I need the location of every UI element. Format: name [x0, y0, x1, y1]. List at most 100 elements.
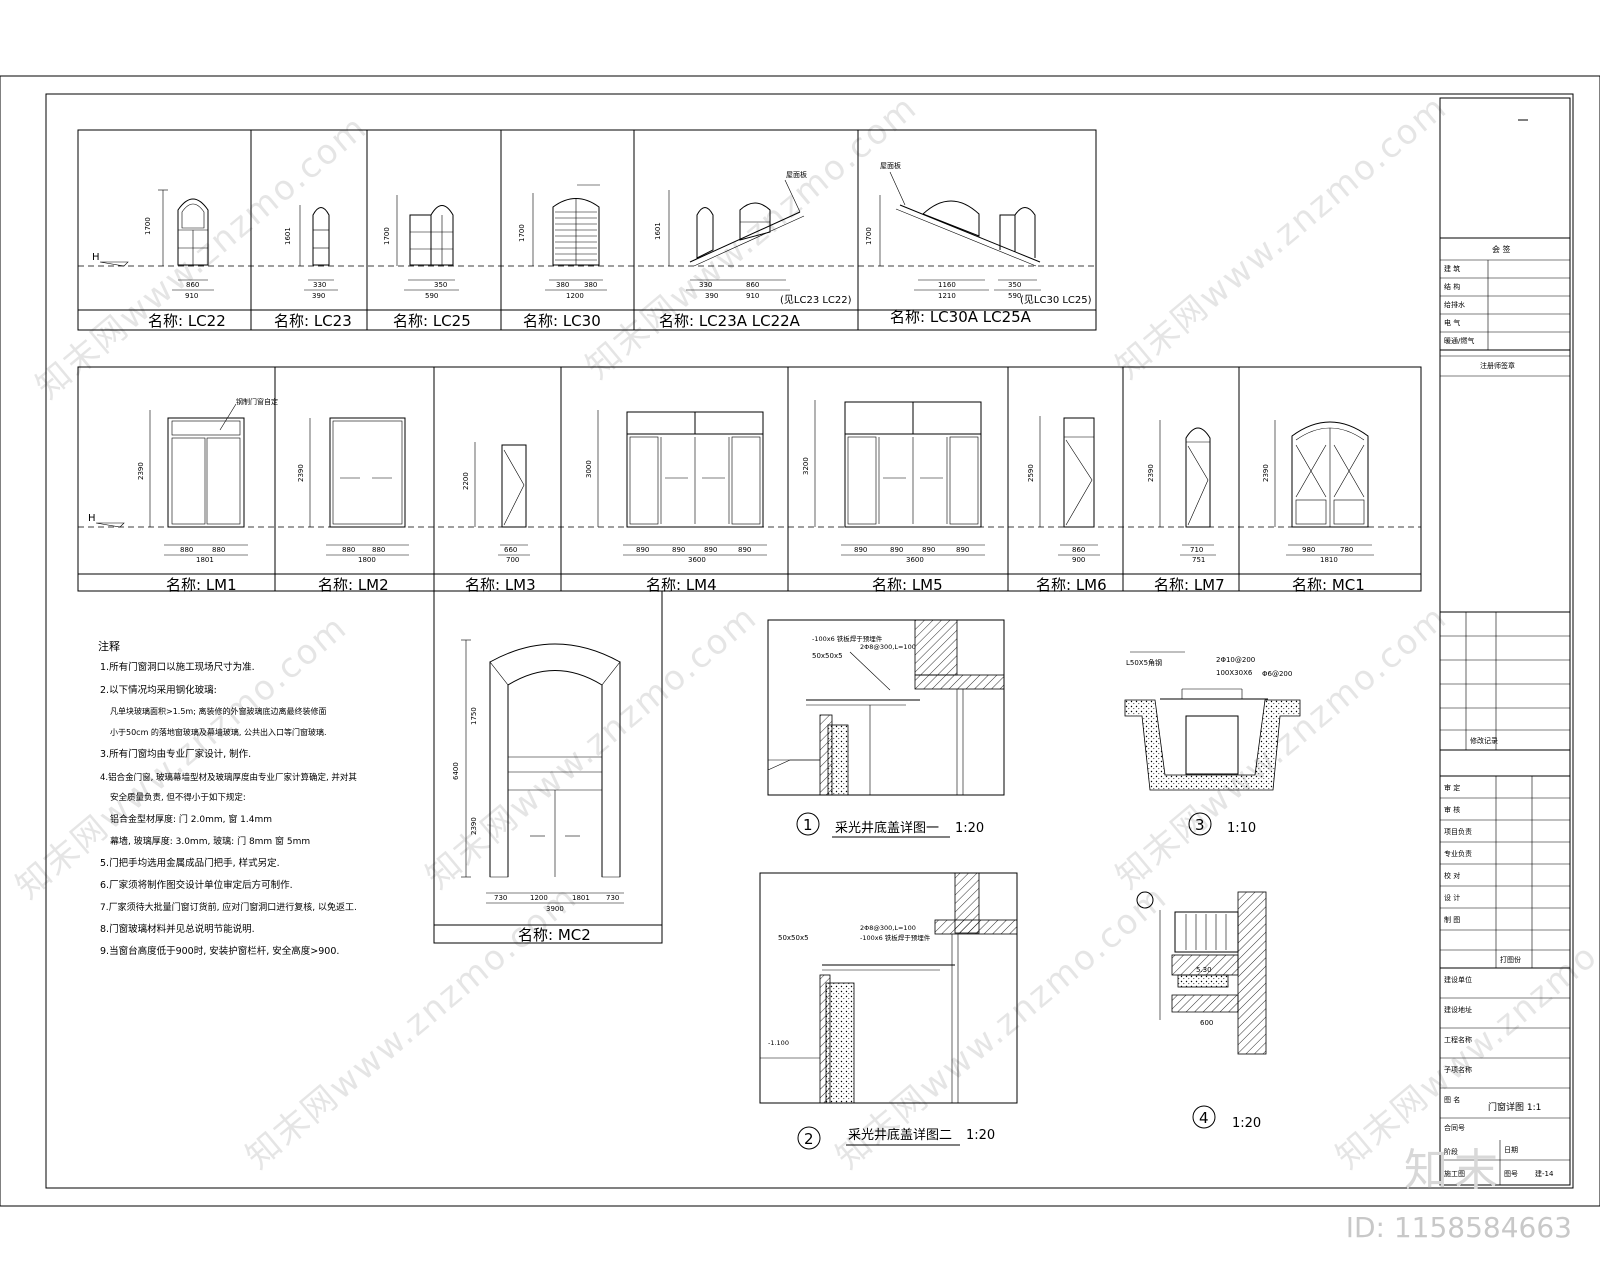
- detail-1-number: 1: [803, 816, 813, 834]
- tb-sheet-no-label: 图号: [1504, 1170, 1518, 1178]
- notes-title: 注释: [98, 639, 120, 653]
- detail-4: 5.30 600 4 1:20: [1136, 891, 1267, 1131]
- tb-revision: 修改记录: [1470, 736, 1498, 745]
- d3-angle-label: L50X5角钢: [1126, 658, 1162, 667]
- svg-text:710: 710: [1190, 546, 1203, 554]
- note-line-12: 7.厂家须待大批量门窗订货前, 应对门窗洞口进行复核, 以免返工.: [100, 901, 357, 913]
- svg-text:2390: 2390: [470, 817, 478, 835]
- note-line-1: 1.所有门窗洞口以施工现场尺寸为准.: [100, 661, 255, 673]
- door-label-lm6: 名称: LM6: [1036, 576, 1107, 594]
- svg-text:590: 590: [425, 292, 438, 300]
- tb-drawing-title: 门窗详图 1:1: [1488, 1101, 1541, 1113]
- note-line-3: 凡单块玻璃面积>1.5m; 离装修的外窗玻璃底边离最终装修面: [110, 706, 326, 716]
- door-label-mc2: 名称: MC2: [518, 926, 591, 944]
- door-lm3: 2200 660 700: [462, 442, 530, 564]
- window-label-lc30a: 名称: LC30A LC25A: [890, 308, 1032, 326]
- tb-role-draw: 制 图: [1444, 915, 1460, 924]
- door-lm6-width: 900: [1072, 556, 1085, 564]
- svg-text:380: 380: [556, 281, 569, 289]
- door-lm6: 2590 860 900: [1027, 416, 1100, 564]
- note-line-5: 3.所有门窗均由专业厂家设计, 制作.: [100, 748, 251, 760]
- door-mc2-height: 6400: [452, 762, 460, 780]
- note-line-11: 6.厂家须将制作图交设计单位审定后方可制作.: [100, 879, 293, 891]
- note-line-13: 8.门窗玻璃材料并见总说明节能说明.: [100, 923, 255, 935]
- svg-text:860: 860: [746, 281, 759, 289]
- door-lm7: 2390 710 751: [1147, 420, 1216, 564]
- image-id: ID: 1158584663: [1345, 1211, 1572, 1244]
- svg-text:590: 590: [1008, 292, 1021, 300]
- window-label-lc23: 名称: LC23: [274, 312, 352, 330]
- tb-print: 打图份: [1500, 955, 1521, 964]
- svg-text:1200: 1200: [566, 292, 584, 300]
- window-label-lc25: 名称: LC25: [393, 312, 471, 330]
- svg-text:屋面板: 屋面板: [786, 170, 807, 179]
- note-line-9: 幕墙, 玻璃厚度: 3.0mm, 玻璃: 门 8mm 窗 5mm: [110, 835, 310, 847]
- d4-width: 5.30: [1196, 966, 1212, 974]
- svg-text:890: 890: [636, 546, 649, 554]
- svg-text:390: 390: [312, 292, 325, 300]
- notes-block: 注释 1.所有门窗洞口以施工现场尺寸为准. 2.以下情况均采用钢化玻璃: 凡单块…: [98, 639, 357, 957]
- tb-project: 工程名称: [1444, 1035, 1472, 1044]
- svg-text:330: 330: [699, 281, 712, 289]
- window-lc30a-note: (见LC30 LC25): [1020, 294, 1092, 306]
- door-label-lm7: 名称: LM7: [1154, 576, 1225, 594]
- svg-text:910: 910: [185, 292, 198, 300]
- svg-text:1700: 1700: [144, 217, 152, 235]
- detail-2-scale: 1:20: [966, 1128, 995, 1143]
- door-label-lm5: 名称: LM5: [872, 576, 943, 594]
- detail-1-scale: 1:20: [955, 821, 984, 836]
- svg-text:屋面板: 屋面板: [880, 161, 901, 170]
- svg-text:890: 890: [854, 546, 867, 554]
- tb-address: 建设地址: [1444, 1005, 1472, 1014]
- window-label-lc30: 名称: LC30: [523, 312, 601, 330]
- d2-level: -1.100: [768, 1039, 789, 1047]
- svg-text:730: 730: [494, 894, 507, 902]
- svg-text:2200: 2200: [462, 472, 470, 490]
- svg-text:860: 860: [186, 281, 199, 289]
- svg-text:2590: 2590: [1027, 464, 1035, 482]
- svg-text:880: 880: [180, 546, 193, 554]
- sheet-outer-border: [0, 75, 1600, 1207]
- door-mc2-width: 3900: [546, 905, 564, 913]
- svg-text:350: 350: [434, 281, 447, 289]
- detail-4-number: 4: [1199, 1109, 1209, 1127]
- note-line-4: 小于50cm 的落地窗玻璃及幕墙玻璃, 公共出入口等门窗玻璃.: [110, 727, 327, 737]
- door-lm4-width: 3600: [688, 556, 706, 564]
- tb-role-pm: 项目负责: [1444, 827, 1472, 836]
- svg-text:390: 390: [705, 292, 718, 300]
- svg-text:2390: 2390: [1262, 464, 1270, 482]
- window-label-lc23a: 名称: LC23A LC22A: [659, 312, 801, 330]
- tb-stage: 施工图: [1444, 1169, 1465, 1178]
- d3-rebar-label: 2Φ10@200: [1216, 656, 1255, 664]
- tb-client: 建设单位: [1444, 975, 1472, 984]
- svg-text:880: 880: [372, 546, 385, 554]
- svg-text:350: 350: [1008, 281, 1021, 289]
- detail-2: -1.100 50x50x5 2Φ8@300,L=100 -100x6 铁板焊于…: [759, 872, 1018, 1150]
- note-line-7: 安全质量负责, 但不得小于如下规定:: [110, 792, 246, 803]
- detail-1: -100x6 铁板焊于预埋件 50x50x5 2Φ8@300,L=100 1 采…: [767, 619, 1005, 838]
- note-line-2: 2.以下情况均采用钢化玻璃:: [100, 684, 217, 696]
- d2-angle-label: 50x50x5: [778, 934, 809, 942]
- title-block: 会 签 建 筑 结 构 给排水 电 气 暖通/燃气 注册师签章 修改记录: [1439, 97, 1571, 1186]
- svg-text:1801: 1801: [572, 894, 590, 902]
- svg-text:1700: 1700: [865, 227, 873, 245]
- detail-2-title: 采光井底盖详图二: [848, 1127, 952, 1143]
- svg-text:890: 890: [890, 546, 903, 554]
- svg-text:660: 660: [504, 546, 517, 554]
- svg-text:780: 780: [1340, 546, 1353, 554]
- tb-stage-label: 阶段: [1444, 1147, 1458, 1156]
- window-lc22: 860 910 1700: [144, 189, 214, 300]
- svg-text:1750: 1750: [470, 707, 478, 725]
- tb-role-check: 校 对: [1444, 871, 1460, 880]
- svg-text:730: 730: [606, 894, 619, 902]
- svg-text:1601: 1601: [654, 222, 662, 240]
